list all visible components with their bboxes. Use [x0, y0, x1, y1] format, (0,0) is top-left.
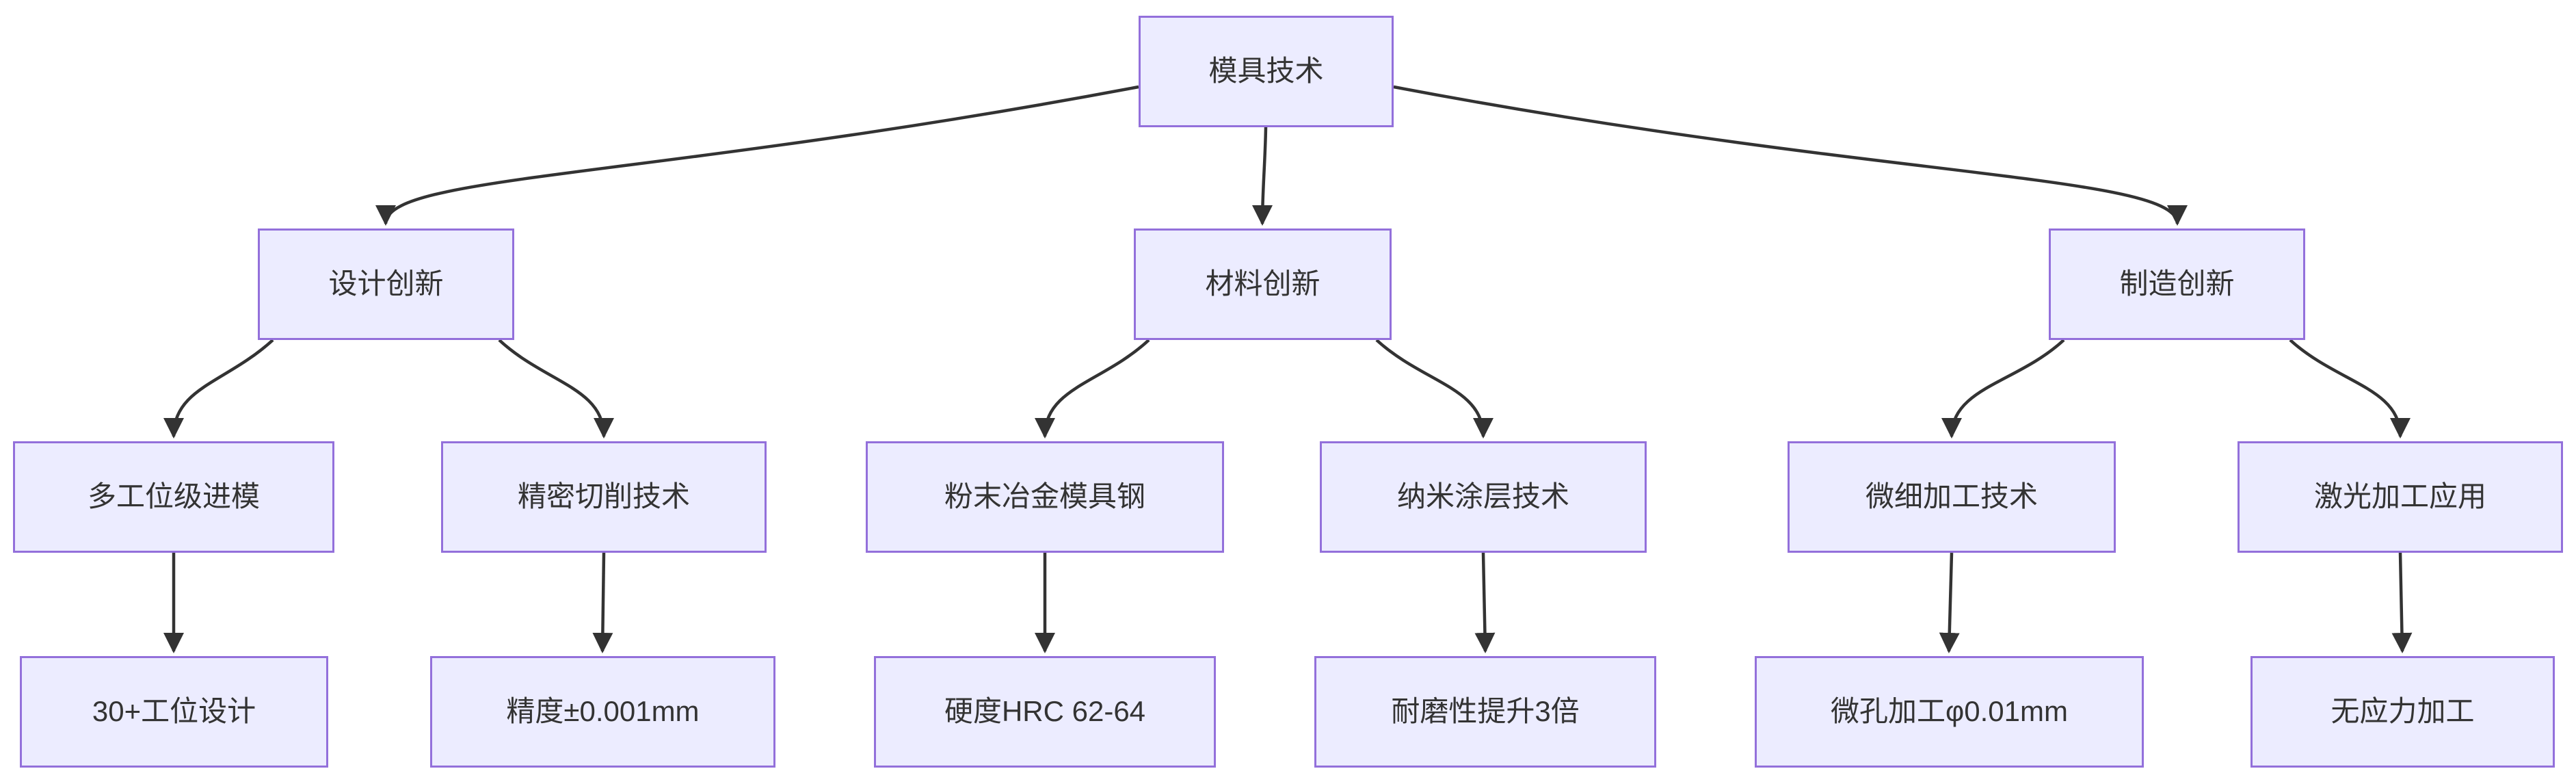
edge-design-to-precision-cutting [498, 339, 614, 439]
node-multi-station-progressive-die: 多工位级进模 [13, 441, 334, 553]
node-hardness-hrc-62-64: 硬度HRC 62-64 [874, 656, 1216, 768]
node-hardness-hrc-62-64-label: 硬度HRC 62-64 [944, 695, 1146, 728]
node-wear-resistance-3x: 耐磨性提升3倍 [1314, 656, 1656, 768]
node-nano-coating-technology: 纳米涂层技术 [1320, 441, 1647, 553]
node-laser-machining-application: 激光加工应用 [2238, 441, 2563, 553]
edge-root-to-material [1252, 127, 1273, 226]
node-30-plus-station-design: 30+工位设计 [20, 656, 328, 768]
node-micro-machining-technology-label: 微细加工技术 [1865, 480, 2038, 513]
node-laser-machining-application-label: 激光加工应用 [2313, 480, 2486, 513]
edge-material-to-powder-steel [1035, 339, 1150, 439]
node-mold-technology-label: 模具技术 [1208, 55, 1324, 88]
node-stress-free-machining-label: 无应力加工 [2331, 695, 2475, 728]
edge-root-to-manufacturing [1393, 85, 2188, 226]
edge-material-to-nano-coating [1375, 339, 1493, 439]
node-stress-free-machining: 无应力加工 [2250, 656, 2555, 768]
node-precision-cutting-technology: 精密切削技术 [441, 441, 767, 553]
node-mold-technology: 模具技术 [1139, 16, 1394, 127]
node-material-innovation-label: 材料创新 [1205, 267, 1320, 300]
node-design-innovation: 设计创新 [258, 228, 514, 340]
node-precision-cutting-technology-label: 精密切削技术 [517, 480, 690, 513]
edge-precision-cutting-to-accuracy [592, 552, 613, 653]
edge-manufacturing-to-laser-machining [2289, 339, 2411, 439]
node-accuracy-0-001mm: 精度±0.001mm [430, 656, 775, 768]
node-multi-station-progressive-die-label: 多工位级进模 [87, 480, 260, 513]
edge-micro-machining-to-micro-hole [1939, 552, 1960, 653]
node-design-innovation-label: 设计创新 [328, 267, 444, 300]
edge-nano-coating-to-wear-resistance [1474, 552, 1496, 653]
node-micro-hole-machining-label: 微孔加工φ0.01mm [1831, 695, 2068, 728]
edge-manufacturing-to-micro-machining [1941, 339, 2065, 439]
node-material-innovation: 材料创新 [1134, 228, 1392, 340]
edge-root-to-design [375, 85, 1139, 226]
node-manufacturing-innovation: 制造创新 [2049, 228, 2305, 340]
node-micro-machining-technology: 微细加工技术 [1788, 441, 2116, 553]
node-manufacturing-innovation-label: 制造创新 [2119, 267, 2235, 300]
node-30-plus-station-design-label: 30+工位设计 [92, 695, 256, 728]
node-micro-hole-machining: 微孔加工φ0.01mm [1755, 656, 2144, 768]
edge-design-to-multi-station [163, 339, 274, 439]
edge-laser-machining-to-stress-free [2391, 552, 2413, 653]
node-accuracy-0-001mm-label: 精度±0.001mm [506, 695, 700, 728]
node-nano-coating-technology-label: 纳米涂层技术 [1396, 480, 1569, 513]
node-powder-metallurgy-die-steel-label: 粉末冶金模具钢 [944, 480, 1145, 513]
node-powder-metallurgy-die-steel: 粉末冶金模具钢 [866, 441, 1224, 553]
node-wear-resistance-3x-label: 耐磨性提升3倍 [1391, 695, 1580, 728]
